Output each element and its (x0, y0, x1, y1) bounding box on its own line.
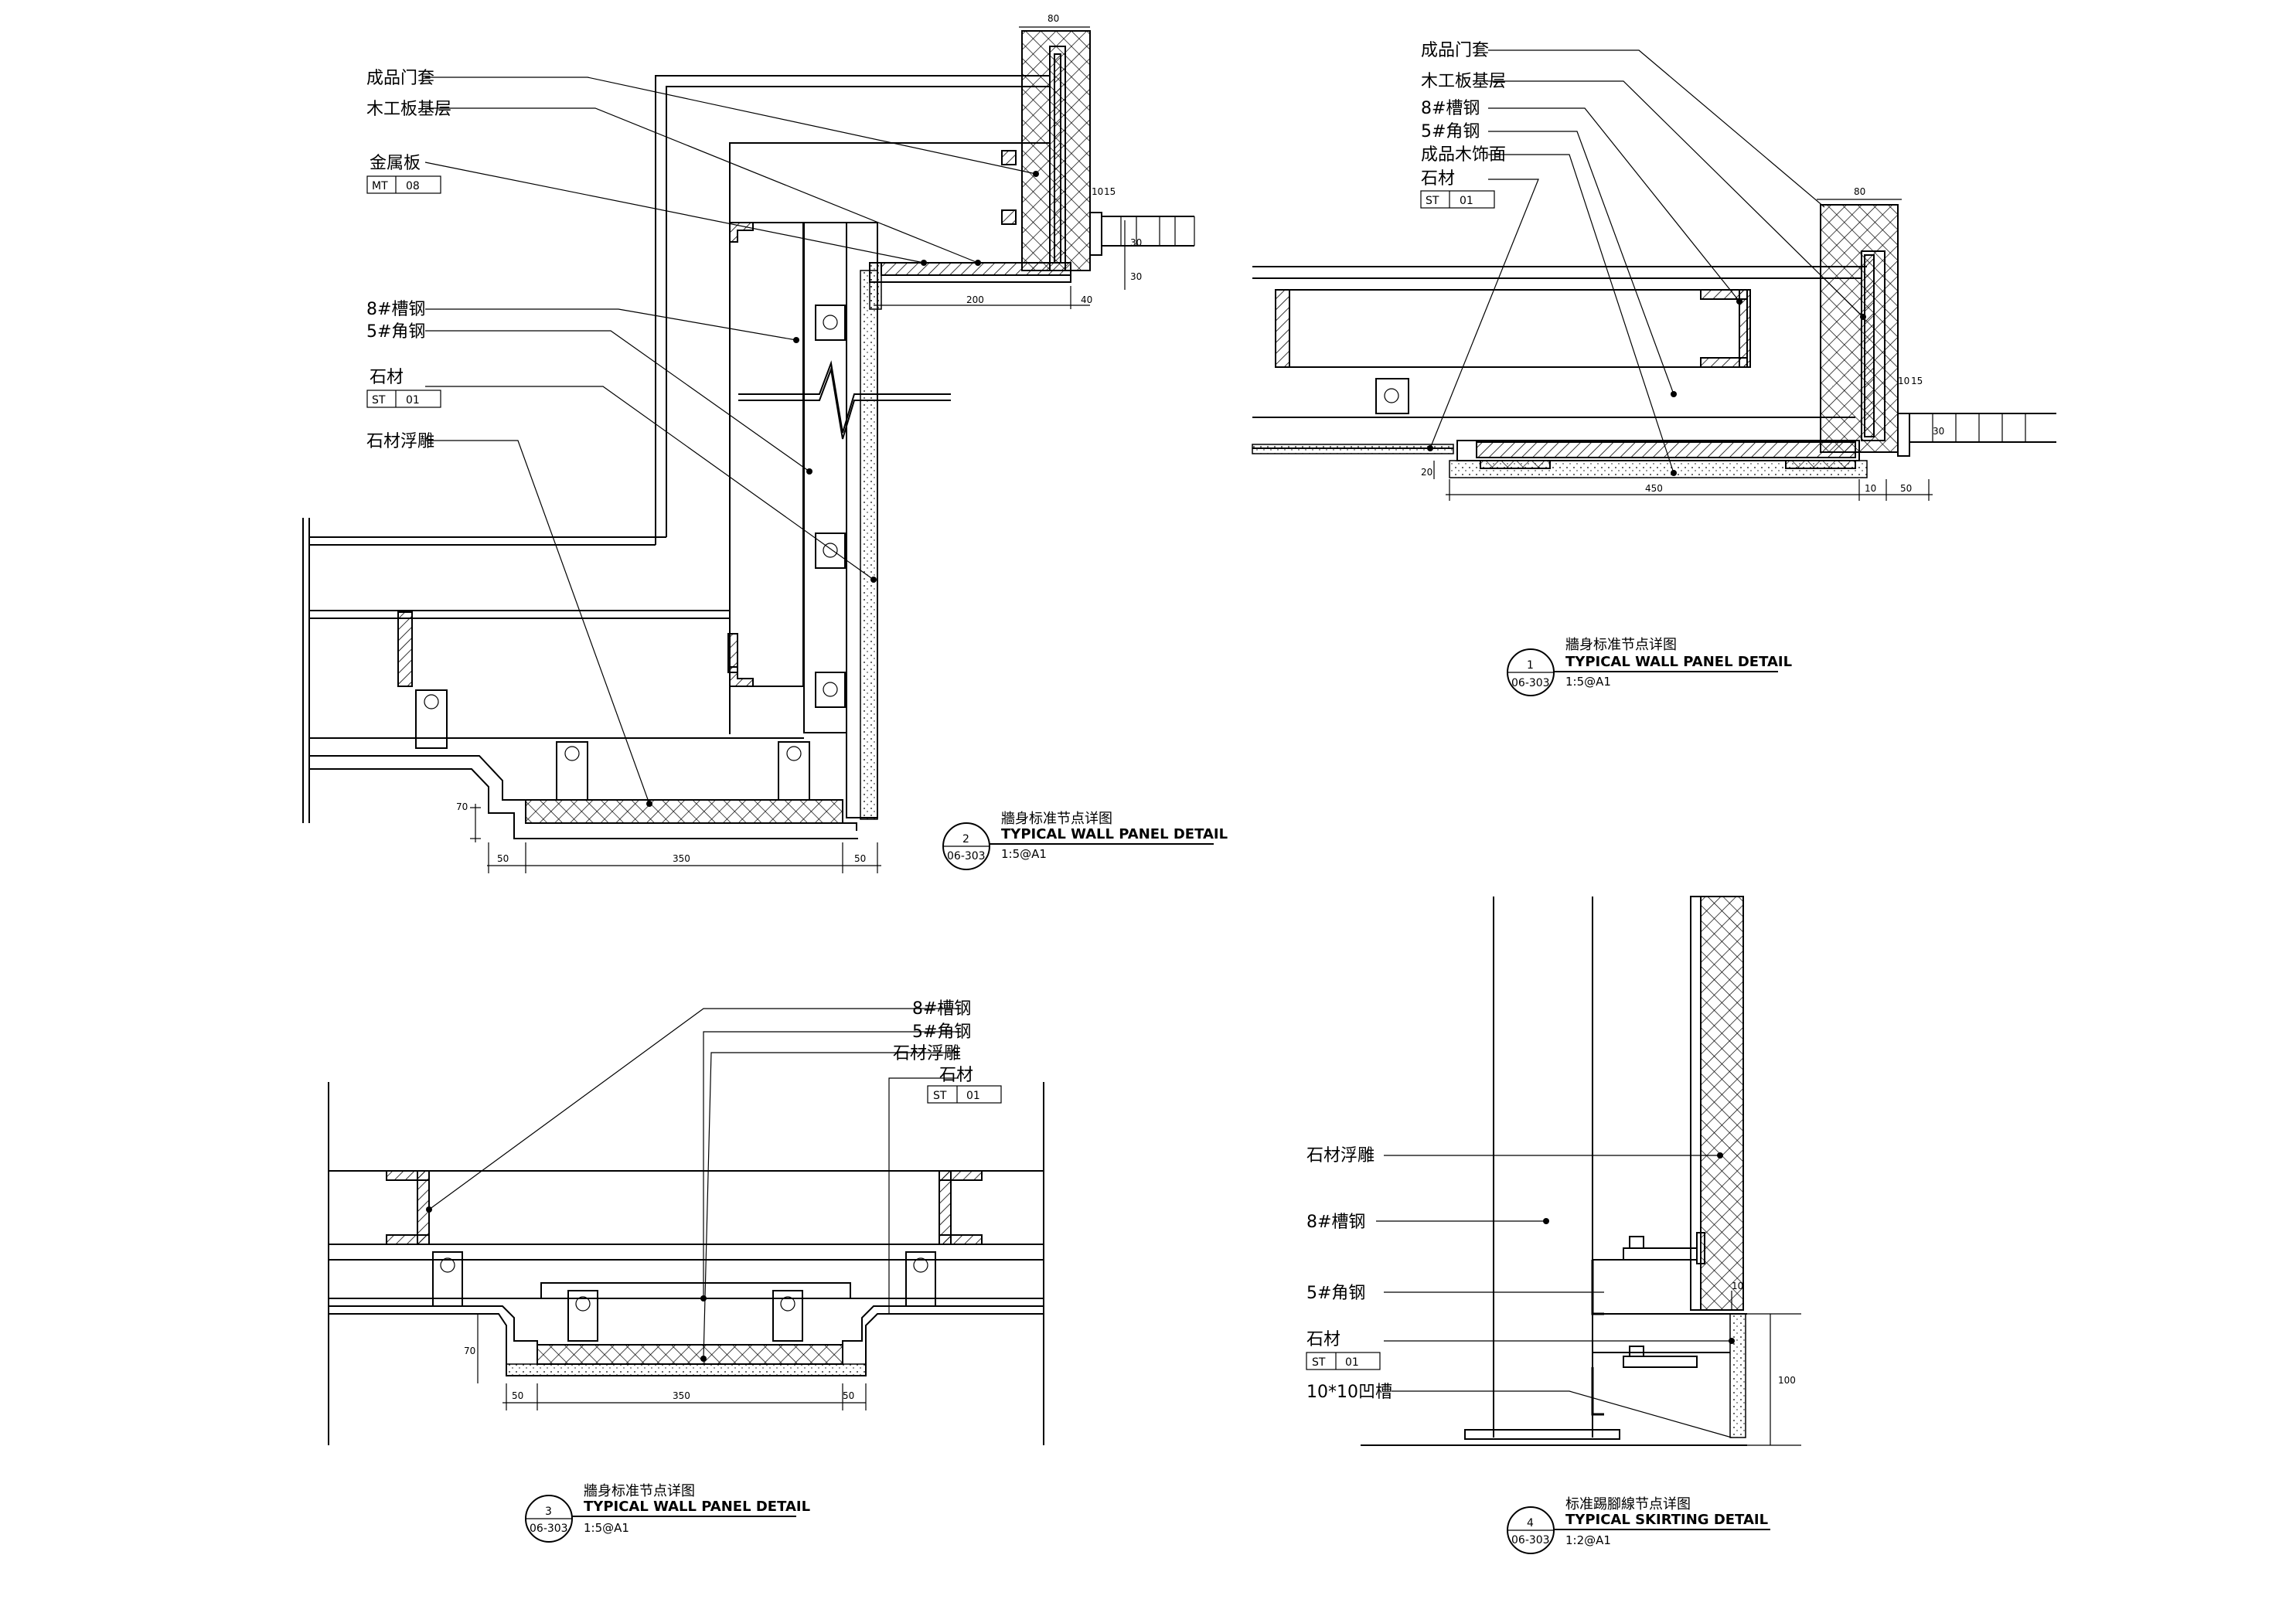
code-st-number: 01 (1460, 195, 1473, 207)
code-st-number: 01 (1345, 1356, 1359, 1369)
title-ref: 06-303 (1511, 677, 1550, 689)
title-scale: 1:5@A1 (1001, 847, 1047, 861)
dim-text: 30 (1130, 237, 1142, 248)
code-st-prefix: ST (1312, 1356, 1326, 1369)
dim-text: 50 (854, 853, 866, 864)
code-mt-prefix: MT (372, 180, 388, 192)
label-door-trim: 成品门套 (1421, 41, 1489, 60)
code-mt-number: 08 (406, 180, 420, 192)
title-ref: 06-303 (947, 850, 986, 863)
dim-text: 50 (1900, 483, 1912, 494)
label-angle-steel: 5#角钢 (366, 322, 425, 342)
label-wood-veneer: 成品木饰面 (1421, 145, 1506, 165)
title-en: TYPICAL WALL PANEL DETAIL (1565, 654, 1792, 670)
title-scale: 1:5@A1 (584, 1521, 629, 1535)
title-number: 1 (1527, 659, 1534, 672)
code-st-prefix: ST (1426, 195, 1439, 207)
dim-text: 350 (673, 853, 690, 864)
label-stone-relief: 石材浮雕 (366, 432, 434, 451)
label-plywood-base: 木工板基层 (1421, 72, 1506, 91)
dim-text: 50 (512, 1390, 523, 1401)
label-angle-steel: 5#角钢 (1421, 122, 1480, 141)
label-stone: 石材 (1306, 1330, 1340, 1349)
code-st-prefix: ST (933, 1090, 947, 1102)
dim-text: 30 (1933, 426, 1944, 437)
label-stone: 石材 (939, 1066, 973, 1085)
code-st-number: 01 (966, 1090, 980, 1102)
label-door-trim: 成品门套 (366, 69, 434, 88)
label-groove: 10*10凹槽 (1306, 1383, 1392, 1402)
dim-text: 50 (497, 853, 509, 864)
title-number: 4 (1527, 1517, 1534, 1529)
title-number: 3 (545, 1506, 552, 1518)
code-st-prefix: ST (372, 394, 386, 407)
dim-text: 20 (1421, 467, 1432, 478)
dim-text: 50 (843, 1390, 854, 1401)
label-angle-steel: 5#角钢 (912, 1022, 971, 1042)
dim-text: 40 (1081, 294, 1092, 305)
dim-text: 100 (1778, 1375, 1796, 1386)
dim-text: 200 (966, 294, 984, 305)
title-cn: 牆身标准节点详图 (584, 1483, 695, 1499)
label-stone-relief: 石材浮雕 (893, 1044, 961, 1063)
dim-text: 30 (1130, 271, 1142, 282)
title-ref: 06-303 (1511, 1534, 1550, 1546)
dim-text: 10 (1865, 483, 1876, 494)
dim-text: 10 (1732, 1281, 1743, 1291)
dim-text: 80 (1048, 13, 1059, 24)
label-stone-relief: 石材浮雕 (1306, 1146, 1375, 1165)
title-en: TYPICAL WALL PANEL DETAIL (1001, 826, 1228, 842)
title-number: 2 (962, 833, 969, 846)
label-stone: 石材 (1421, 169, 1455, 189)
label-channel-steel: 8#槽钢 (1306, 1213, 1365, 1232)
label-stone: 石材 (370, 368, 404, 387)
title-scale: 1:2@A1 (1565, 1533, 1611, 1547)
title-cn: 牆身标准节点详图 (1565, 637, 1677, 653)
label-channel-steel: 8#槽钢 (366, 300, 425, 319)
dim-text: 15 (1104, 186, 1116, 197)
detail-4: 石材浮雕 8#槽钢 5#角钢 石材 ST 01 10*10凹槽 10 100 4… (1306, 896, 1801, 1554)
label-metal-panel: 金属板 (370, 154, 421, 173)
dim-text: 70 (456, 801, 468, 812)
dim-text: 350 (673, 1390, 690, 1401)
dim-text: 70 (464, 1346, 475, 1356)
dim-text: 10 (1092, 186, 1103, 197)
title-scale: 1:5@A1 (1565, 675, 1611, 689)
dim-text: 15 (1911, 376, 1923, 386)
label-channel-steel: 8#槽钢 (912, 999, 971, 1019)
code-st-number: 01 (406, 394, 420, 407)
dim-text: 80 (1854, 186, 1865, 197)
label-plywood-base: 木工板基层 (366, 100, 451, 119)
title-cn: 标准踢腳線节点详图 (1565, 1496, 1691, 1512)
dim-text: 450 (1645, 483, 1663, 494)
detail-3: 8#槽钢 5#角钢 石材浮雕 石材 ST 01 70 50 350 50 3 0… (328, 999, 1044, 1543)
label-channel-steel: 8#槽钢 (1421, 99, 1480, 118)
dim-text: 10 (1898, 376, 1909, 386)
detail-2: 成品门套 木工板基层 金属板 MT 08 8#槽钢 5#角钢 石材 ST 01 … (302, 13, 1228, 873)
title-en: TYPICAL SKIRTING DETAIL (1565, 1512, 1768, 1528)
title-ref: 06-303 (530, 1523, 568, 1535)
label-angle-steel: 5#角钢 (1306, 1284, 1365, 1303)
detail-1: 成品门套 木工板基层 8#槽钢 5#角钢 成品木饰面 石材 ST 01 80 1… (1252, 41, 2056, 696)
title-cn: 牆身标准节点详图 (1001, 811, 1112, 827)
title-en: TYPICAL WALL PANEL DETAIL (584, 1499, 810, 1515)
